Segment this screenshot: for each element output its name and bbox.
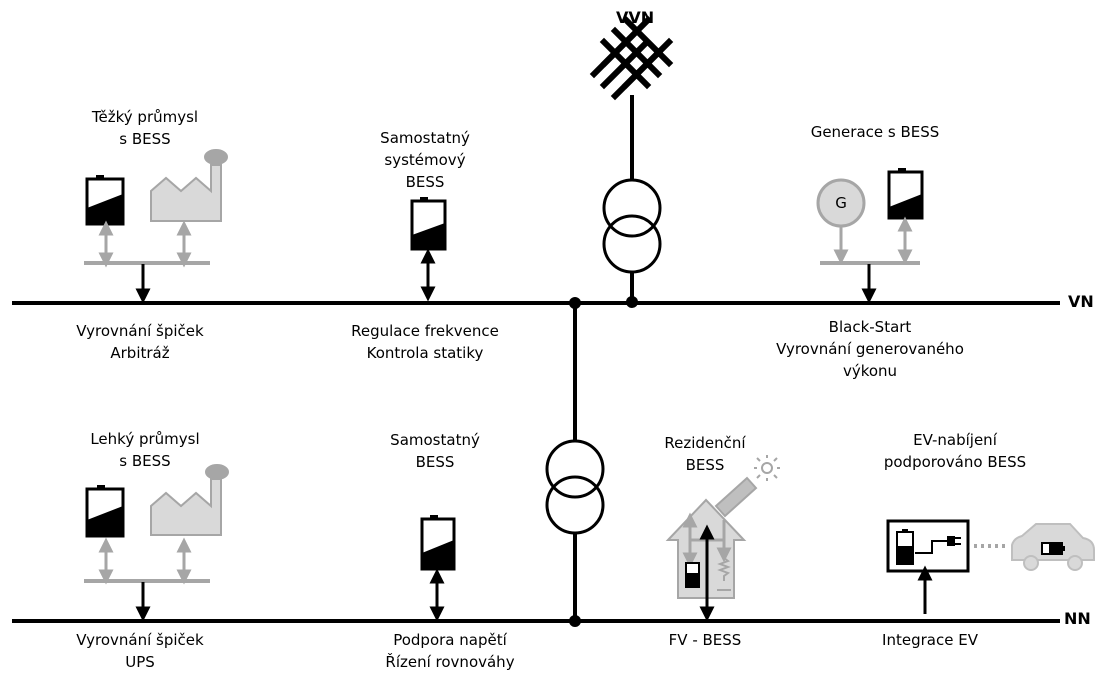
vn-bus-label: VN <box>1068 292 1094 311</box>
generator-symbol: G <box>835 194 847 212</box>
ev-charging-title: EV-nabíjení podporováno BESS <box>883 431 1027 471</box>
standalone-title: Samostatný BESS <box>390 431 480 471</box>
vvn-bus-label: VVN <box>616 8 655 27</box>
residential-battery-icon <box>685 562 700 588</box>
nn-junction <box>569 615 581 627</box>
light-industry-battery-icon <box>85 485 125 538</box>
standalone-battery-icon <box>420 515 456 571</box>
standalone-system-battery-icon <box>410 197 447 251</box>
residential-title: Rezidenční BESS <box>664 434 746 474</box>
electric-car-icon <box>1011 523 1095 571</box>
vvn-grid-icon <box>589 15 674 101</box>
light-industry-factory-icon <box>150 464 229 536</box>
heavy-industry-title: Těžký průmysl s BESS <box>91 108 199 148</box>
heavy-industry-battery-icon <box>85 175 125 226</box>
standalone-system-services: Regulace frekvence Kontrola statiky <box>351 322 499 362</box>
sun-icon <box>754 455 780 481</box>
upper-junction <box>626 296 638 308</box>
heavy-industry-factory-icon <box>150 149 228 222</box>
nn-bus-label: NN <box>1064 609 1091 628</box>
standalone-system-title: Samostatný systémový BESS <box>380 129 470 191</box>
generation-battery-icon <box>887 168 924 220</box>
light-industry-title: Lehký průmysl s BESS <box>90 430 200 470</box>
standalone-services: Podpora napětí Řízení rovnováhy <box>385 631 515 671</box>
ev-cable <box>915 540 948 554</box>
residential-services: FV - BESS <box>668 631 742 649</box>
upper-transformer-icon <box>602 178 662 274</box>
light-industry-services: Vyrovnání špiček UPS <box>76 631 204 671</box>
generation-services: Black-Start Vyrovnání generovaného výkon… <box>776 318 964 380</box>
residential-house-icon <box>665 476 758 599</box>
ev-charging-services: Integrace EV <box>882 631 978 649</box>
ev-charger-battery-icon <box>896 529 914 565</box>
plug-icon <box>947 536 961 546</box>
lower-transformer-icon <box>545 439 605 535</box>
generation-title: Generace s BESS <box>810 123 940 141</box>
vn-junction <box>569 297 581 309</box>
resistor-icon <box>717 557 731 591</box>
heavy-industry-services: Vyrovnání špiček Arbitráž <box>76 322 204 362</box>
